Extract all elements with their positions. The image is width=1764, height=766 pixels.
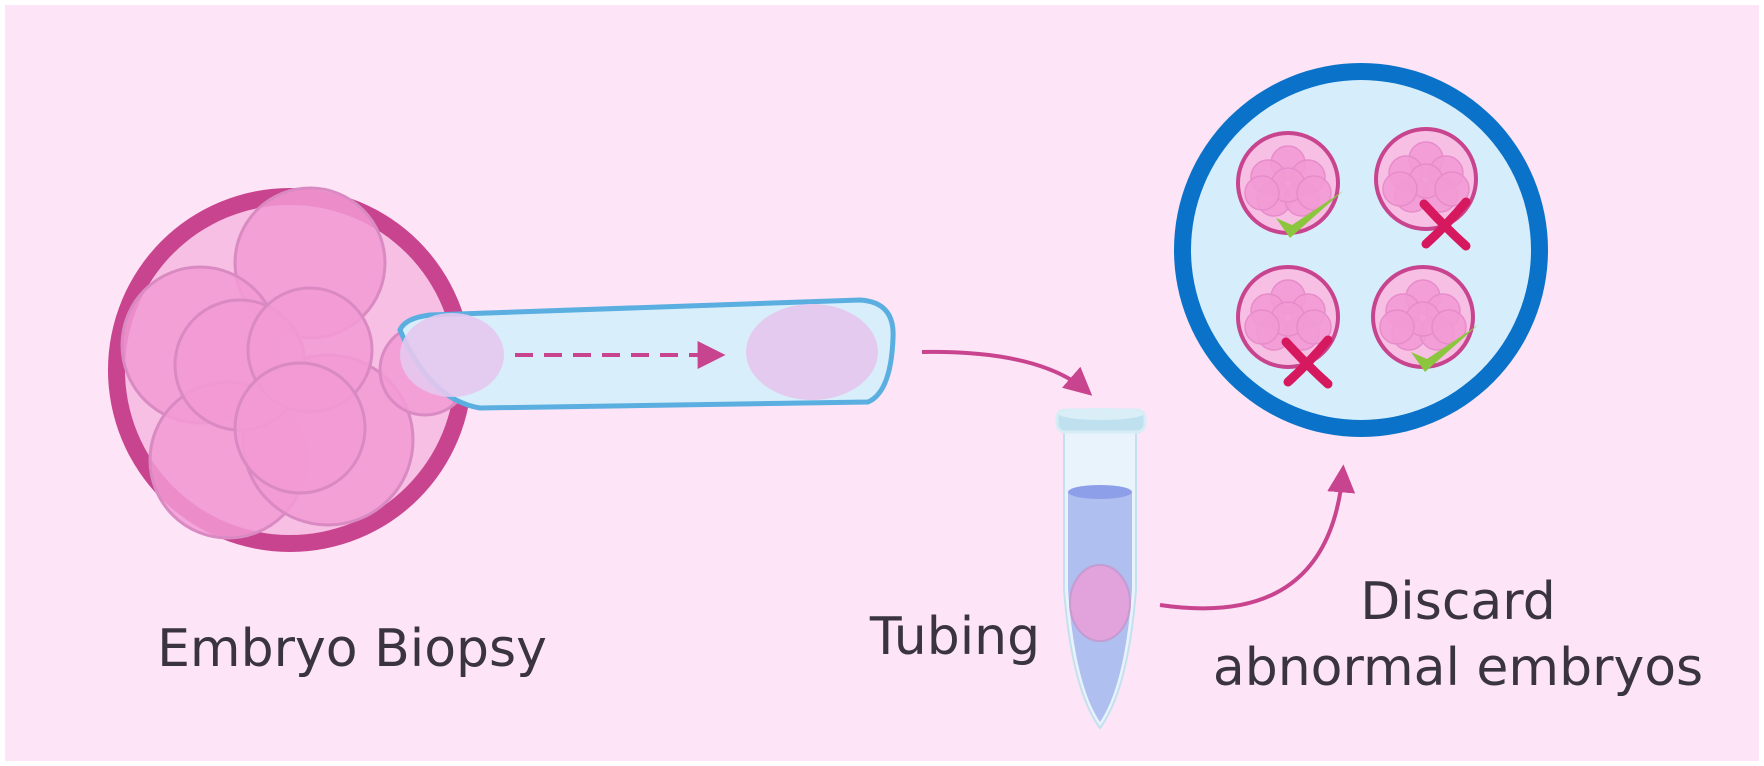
aspirated-cell xyxy=(746,304,878,400)
label-embryo-biopsy: Embryo Biopsy xyxy=(157,619,547,679)
label-discard-line1: Discard xyxy=(1360,572,1556,632)
label-discard-line2: abnormal embryos xyxy=(1213,638,1703,698)
dish-embryo-cell xyxy=(1383,172,1417,206)
dish-inner xyxy=(1191,80,1531,420)
dish-embryo-cell xyxy=(1245,310,1279,344)
aspirated-cell-tip xyxy=(400,313,504,397)
tube-cap-top xyxy=(1059,408,1143,420)
dish-embryo-cell xyxy=(1245,176,1279,210)
label-tubing: Tubing xyxy=(869,607,1040,667)
dish-embryo-cell xyxy=(1380,310,1414,344)
biopsy-pipette xyxy=(400,300,893,408)
embryo-dish xyxy=(1174,63,1548,437)
tube-sample-cell xyxy=(1070,565,1130,641)
liquid-surface xyxy=(1068,485,1132,499)
